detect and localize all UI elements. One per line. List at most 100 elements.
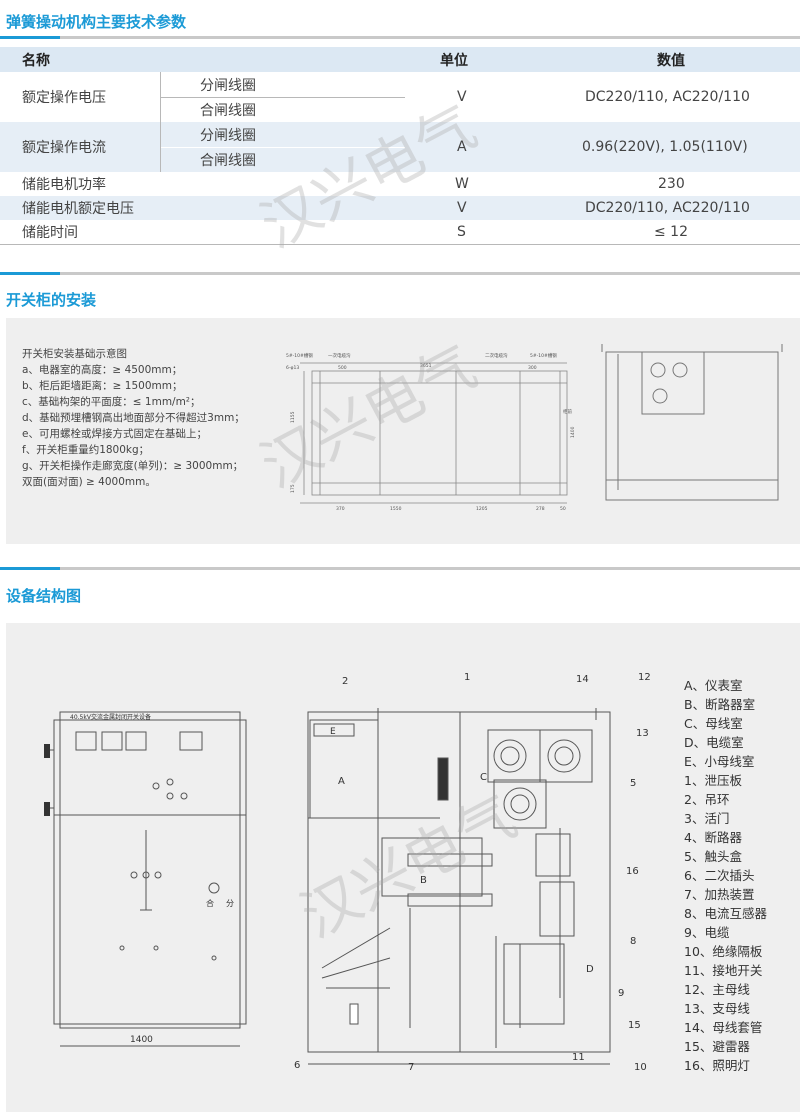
compartment-label: C [480, 772, 487, 783]
legend-item: 2、吊环 [684, 792, 730, 807]
legend-item: 14、母线套管 [684, 1020, 763, 1035]
header-name: 名称 [22, 52, 50, 69]
install-panel [6, 318, 800, 544]
row-sub: 合闸线圈 [200, 152, 256, 169]
width-dimension: 1400 [130, 1035, 153, 1045]
row-name: 储能电机额定电压 [22, 201, 134, 217]
drawing-label: 柜前 [563, 408, 572, 415]
note-line: c、基础构架的平面度：≤ 1mm/m²； [22, 396, 201, 408]
legend-item: 15、避雷器 [684, 1039, 750, 1054]
row-sub: 分闸线圈 [200, 77, 256, 94]
table-header: 名称 单位 数值 [0, 47, 800, 72]
section-divider-accent [0, 567, 60, 570]
legend-item: 1、泄压板 [684, 773, 742, 788]
legend-item: 3、活门 [684, 811, 730, 826]
table-divider [160, 147, 405, 148]
drawing-label: 3651 [420, 363, 432, 369]
drawing-label: 5#-10#槽钢 [286, 352, 313, 359]
compartment-label: B [420, 875, 427, 886]
section-divider [0, 36, 800, 39]
drawing-label: 50 [560, 506, 566, 512]
header-value: 数值 [657, 52, 685, 69]
table-row: 储能电机功率 W 230 [0, 172, 800, 196]
drawing-label: 二次电缆沟 [485, 352, 508, 359]
row-unit: S [457, 224, 466, 240]
row-value: 0.96(220V), 1.05(110V) [582, 139, 748, 155]
drawing-label: 278 [536, 506, 545, 512]
section-view-drawing: A B C D E 2 1 14 12 13 3 5 4 16 8 9 15 1… [294, 672, 651, 1073]
note-line: d、基础预埋槽钢高出地面部分不得超过3mm； [22, 412, 245, 424]
structure-section-title: 设备结构图 [6, 587, 82, 605]
legend-item: 12、主母线 [684, 982, 750, 997]
table-row: 储能时间 S ≤ 12 [0, 220, 800, 244]
legend-item: E、小母线室 [684, 754, 755, 769]
drawing-label: 一次电缆沟 [328, 352, 351, 359]
callout-number: 9 [618, 988, 624, 999]
drawing-label: 5#-10#槽钢 [530, 352, 557, 359]
legend-item: A、仪表室 [684, 678, 743, 693]
spec-section-title: 弹簧操动机构主要技术参数 [6, 13, 187, 31]
callout-number: 16 [626, 866, 639, 877]
drawing-label: 300 [528, 365, 537, 371]
callout-number: 1 [464, 672, 470, 683]
row-value: ≤ 12 [654, 224, 688, 240]
callout-number: 6 [294, 1060, 300, 1071]
row-name: 储能时间 [22, 225, 78, 241]
legend-item: D、电缆室 [684, 735, 744, 750]
row-value: DC220/110, AC220/110 [585, 200, 750, 216]
row-unit: W [455, 176, 469, 192]
row-unit: V [457, 89, 467, 105]
install-section-title: 开关柜的安装 [6, 291, 97, 309]
callout-number: 7 [408, 1062, 414, 1073]
section-divider-accent [0, 36, 60, 39]
compartment-label: E [330, 727, 336, 737]
table-divider [160, 97, 405, 98]
legend-item: 5、触头盒 [684, 849, 742, 864]
structure-legend: A、仪表室 B、断路器室 C、母线室 D、电缆室 E、小母线室 1、泄压板 2、… [684, 676, 767, 1075]
legend-item: B、断路器室 [684, 697, 756, 712]
structure-panel [6, 623, 800, 1112]
section-divider [0, 567, 800, 570]
open-label: 分 [226, 899, 234, 908]
header-unit: 单位 [440, 52, 468, 69]
row-unit: A [457, 139, 467, 155]
note-line: f、开关柜重量约1800kg； [22, 444, 150, 456]
table-row: 额定操作电压 分闸线圈 合闸线圈 V DC220/110, AC220/110 [0, 72, 800, 122]
row-name: 储能电机功率 [22, 177, 106, 193]
drawing-label: 1400 [570, 426, 576, 438]
legend-item: 7、加热装置 [684, 887, 755, 902]
legend-item: 8、电流互感器 [684, 906, 767, 921]
front-elevation-drawing: 40.5kV交流金属封闭开关设备 合 分 1400 [44, 711, 247, 1047]
callout-number: 11 [572, 1052, 585, 1063]
note-line: g、开关柜操作走廊宽度(单列)：≥ 3000mm； [22, 460, 244, 472]
legend-item: 11、接地开关 [684, 963, 763, 978]
row-value: 230 [658, 176, 685, 192]
drawing-label: 6-φ13 [286, 365, 299, 371]
callout-number: 15 [628, 1020, 641, 1031]
row-value: DC220/110, AC220/110 [585, 89, 750, 105]
table-bottom-border [0, 244, 800, 245]
legend-item: 6、二次插头 [684, 868, 755, 883]
legend-item: 16、照明灯 [684, 1058, 750, 1073]
row-unit: V [457, 200, 467, 216]
drawing-label: 1155 [290, 411, 296, 423]
table-row: 储能电机额定电压 V DC220/110, AC220/110 [0, 196, 800, 220]
callout-number: 14 [576, 674, 589, 685]
drawing-label: 1205 [476, 506, 488, 512]
table-divider [160, 72, 161, 172]
callout-number: 10 [634, 1062, 647, 1073]
compartment-label: A [338, 776, 345, 787]
drawing-label: 175 [290, 484, 296, 493]
drawing-label: 1550 [390, 506, 402, 512]
row-sub: 合闸线圈 [200, 102, 256, 119]
note-line: a、电器室的高度：≥ 4500mm； [22, 364, 183, 376]
callout-number: 5 [630, 778, 636, 789]
note-line: b、柜后距墙距离：≥ 1500mm； [22, 380, 183, 392]
legend-item: C、母线室 [684, 716, 743, 731]
drawing-label: 500 [338, 365, 347, 371]
callout-number: 2 [342, 676, 348, 687]
legend-item: 4、断路器 [684, 830, 742, 845]
drawing-label: 370 [336, 506, 345, 512]
legend-item: 9、电缆 [684, 925, 730, 940]
callout-number: 12 [638, 672, 651, 683]
